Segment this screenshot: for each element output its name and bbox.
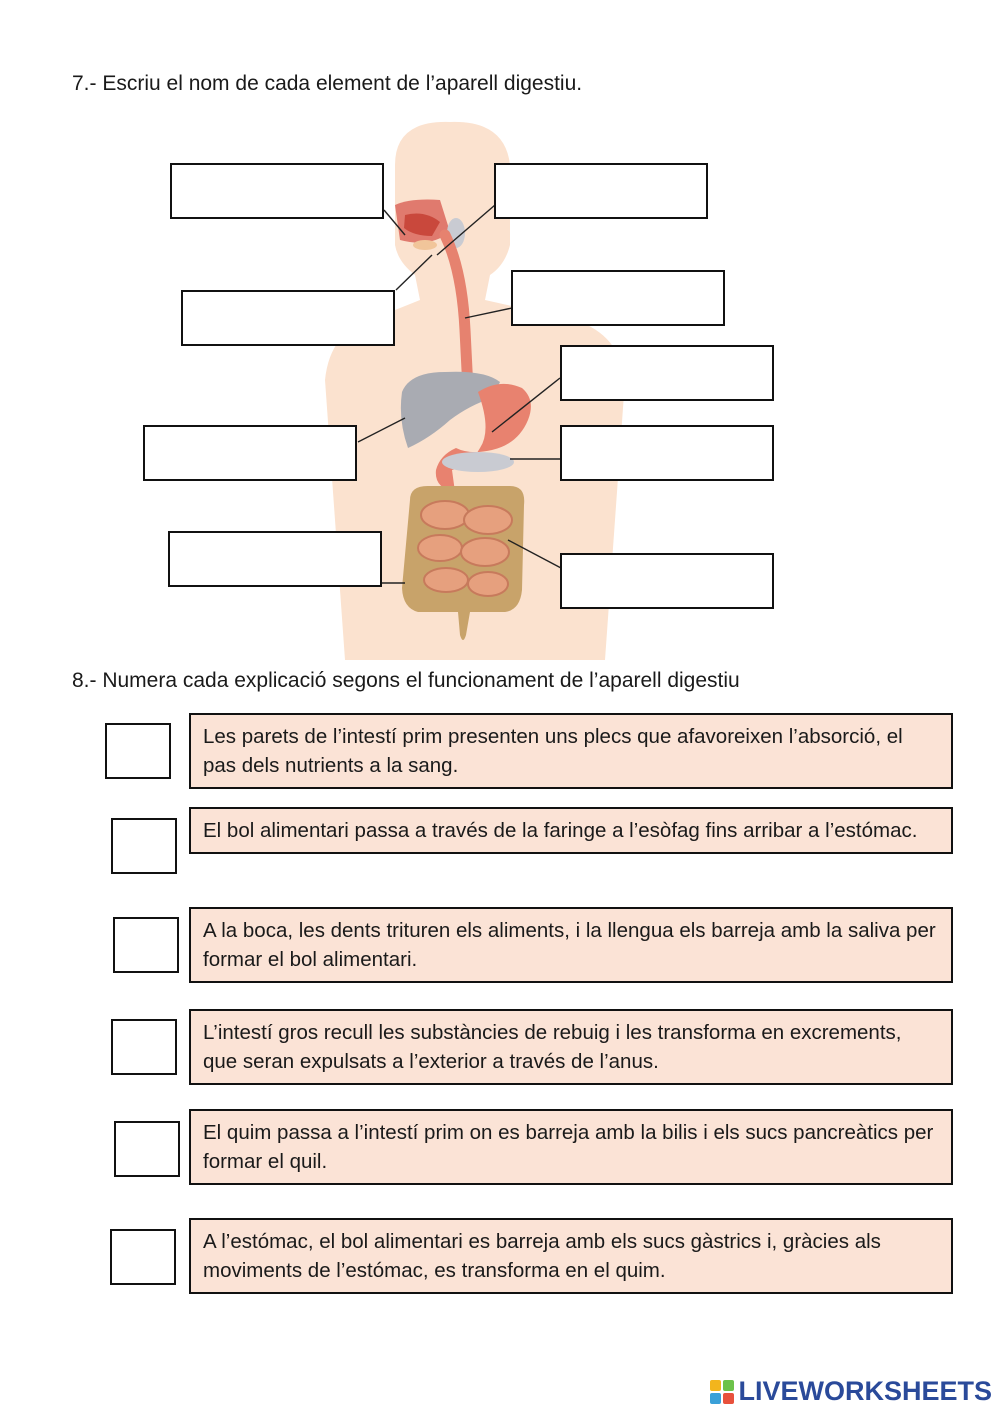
question-7-title: 7.- Escriu el nom de cada element de l’a… xyxy=(72,72,583,95)
logo-text: LIVEWORKSHEETS xyxy=(738,1376,992,1406)
explanation-card-4: L’intestí gros recull les substàncies de… xyxy=(189,1009,953,1085)
explanation-card-5: El quim passa a l’intestí prim on es bar… xyxy=(189,1109,953,1185)
pancreas-illustration xyxy=(442,452,514,472)
answer-box-1[interactable] xyxy=(170,163,384,219)
answer-box-7[interactable] xyxy=(560,425,774,481)
liveworksheets-logo: LIVEWORKSHEETS xyxy=(710,1376,992,1407)
explanation-card-3: A la boca, les dents trituren els alimen… xyxy=(189,907,953,983)
leader-lines xyxy=(357,204,562,584)
liver-illustration xyxy=(400,371,500,448)
number-input-3[interactable] xyxy=(113,917,179,973)
explanation-card-2: El bol alimentari passa a través de la f… xyxy=(189,807,953,854)
number-input-4[interactable] xyxy=(111,1019,177,1075)
explanation-card-1: Les parets de l’intestí prim presenten u… xyxy=(189,713,953,789)
esophagus-illustration xyxy=(439,229,474,396)
digestive-system-diagram xyxy=(325,121,625,660)
answer-box-5[interactable] xyxy=(560,345,774,401)
answer-box-4[interactable] xyxy=(511,270,725,326)
logo-icon xyxy=(710,1379,735,1404)
number-input-5[interactable] xyxy=(114,1121,180,1177)
question-8-title: 8.- Numera cada explicació segons el fun… xyxy=(72,669,740,692)
number-input-1[interactable] xyxy=(105,723,171,779)
small-intestine-illustration xyxy=(417,500,513,597)
answer-box-6[interactable] xyxy=(143,425,357,481)
number-input-6[interactable] xyxy=(110,1229,176,1285)
answer-box-2[interactable] xyxy=(494,163,708,219)
answer-box-8[interactable] xyxy=(168,531,382,587)
answer-box-9[interactable] xyxy=(560,553,774,609)
mouth-pharynx-illustration xyxy=(395,199,465,250)
number-input-2[interactable] xyxy=(111,818,177,874)
answer-box-3[interactable] xyxy=(181,290,395,346)
explanation-card-6: A l’estómac, el bol alimentari es barrej… xyxy=(189,1218,953,1294)
